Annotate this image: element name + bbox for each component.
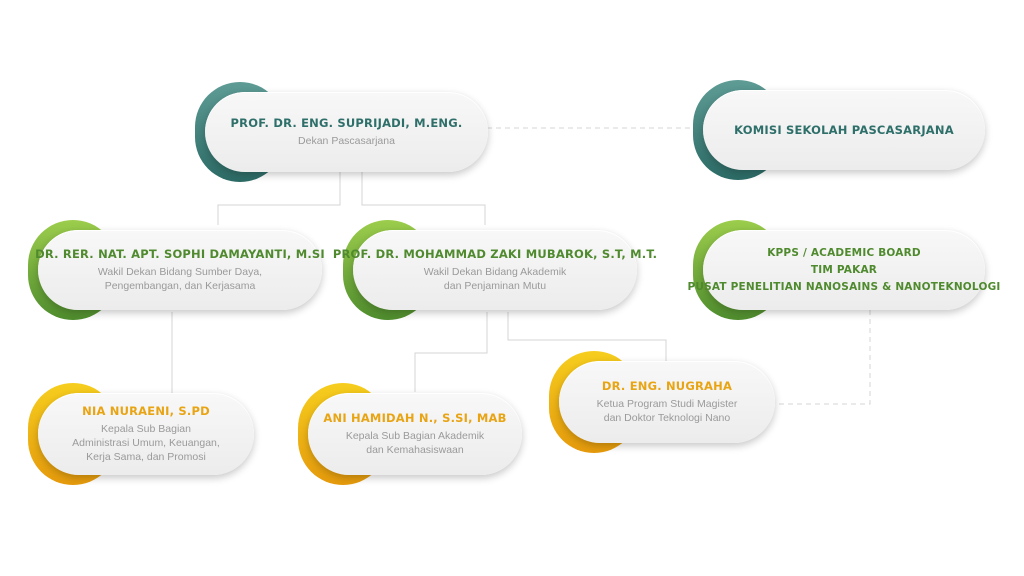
node-pill: ANI HAMIDAH N., S.SI, MAB Kepala Sub Bag… [308, 393, 522, 475]
node-name: DR. RER. NAT. APT. SOPHI DAMAYANTI, M.SI [35, 247, 325, 261]
node-pill: KPPS / ACADEMIC BOARD TIM PAKAR PUSAT PE… [688, 230, 1000, 310]
node-wakil2: PROF. DR. MOHAMMAD ZAKI MUBAROK, S.T, M.… [333, 220, 657, 320]
node-pill: DR. RER. NAT. APT. SOPHI DAMAYANTI, M.SI… [35, 230, 325, 310]
connector-dean-wakil2 [361, 170, 486, 225]
node-role: Kepala Sub Bagian Akademik dan Kemahasis… [345, 430, 485, 456]
node-pill: PROF. DR. MOHAMMAD ZAKI MUBAROK, S.T, M.… [333, 230, 657, 310]
connector-dean-wakil1 [217, 170, 341, 225]
node-pill: PROF. DR. ENG. SUPRIJADI, M.ENG. Dekan P… [205, 92, 488, 172]
node-name: PROF. DR. MOHAMMAD ZAKI MUBAROK, S.T, M.… [332, 247, 658, 261]
node-dean: PROF. DR. ENG. SUPRIJADI, M.ENG. Dekan P… [195, 82, 488, 182]
node-role: Ketua Program Studi Magister dan Doktor … [596, 398, 738, 424]
node-line: KPPS / ACADEMIC BOARD [767, 246, 921, 259]
node-name: DR. ENG. NUGRAHA [601, 379, 733, 393]
node-wakil1: DR. RER. NAT. APT. SOPHI DAMAYANTI, M.SI… [28, 220, 325, 320]
connector-kpps-nugraha [777, 310, 871, 405]
node-ani: ANI HAMIDAH N., S.SI, MAB Kepala Sub Bag… [298, 383, 522, 485]
node-name: PROF. DR. ENG. SUPRIJADI, M.ENG. [230, 116, 463, 130]
node-pill: KOMISI SEKOLAH PASCASARJANA [703, 90, 985, 170]
node-kpps: KPPS / ACADEMIC BOARD TIM PAKAR PUSAT PE… [688, 220, 1000, 320]
node-line: PUSAT PENELITIAN NANOSAINS & NANOTEKNOLO… [687, 280, 1001, 293]
node-name: ANI HAMIDAH N., S.SI, MAB [323, 411, 507, 425]
node-role: Wakil Dekan Bidang Sumber Daya, Pengemba… [97, 266, 263, 292]
node-komisi: KOMISI SEKOLAH PASCASARJANA [693, 80, 985, 180]
node-nugraha: DR. ENG. NUGRAHA Ketua Program Studi Mag… [549, 351, 775, 453]
node-line: TIM PAKAR [810, 263, 878, 276]
connector-wakil2-ani [414, 312, 488, 392]
node-pill: DR. ENG. NUGRAHA Ketua Program Studi Mag… [559, 361, 775, 443]
node-name: KOMISI SEKOLAH PASCASARJANA [734, 122, 954, 137]
node-role: Dekan Pascasarjana [298, 135, 395, 147]
node-pill: NIA NURAENI, S.PD Kepala Sub Bagian Admi… [38, 393, 254, 475]
connector-wakil2-nugraha [507, 312, 667, 362]
node-role: Kepala Sub Bagian Administrasi Umum, Keu… [72, 423, 220, 463]
node-nia: NIA NURAENI, S.PD Kepala Sub Bagian Admi… [28, 383, 254, 485]
node-name: NIA NURAENI, S.PD [82, 404, 210, 418]
node-role: Wakil Dekan Bidang Akademik dan Penjamin… [423, 266, 567, 292]
